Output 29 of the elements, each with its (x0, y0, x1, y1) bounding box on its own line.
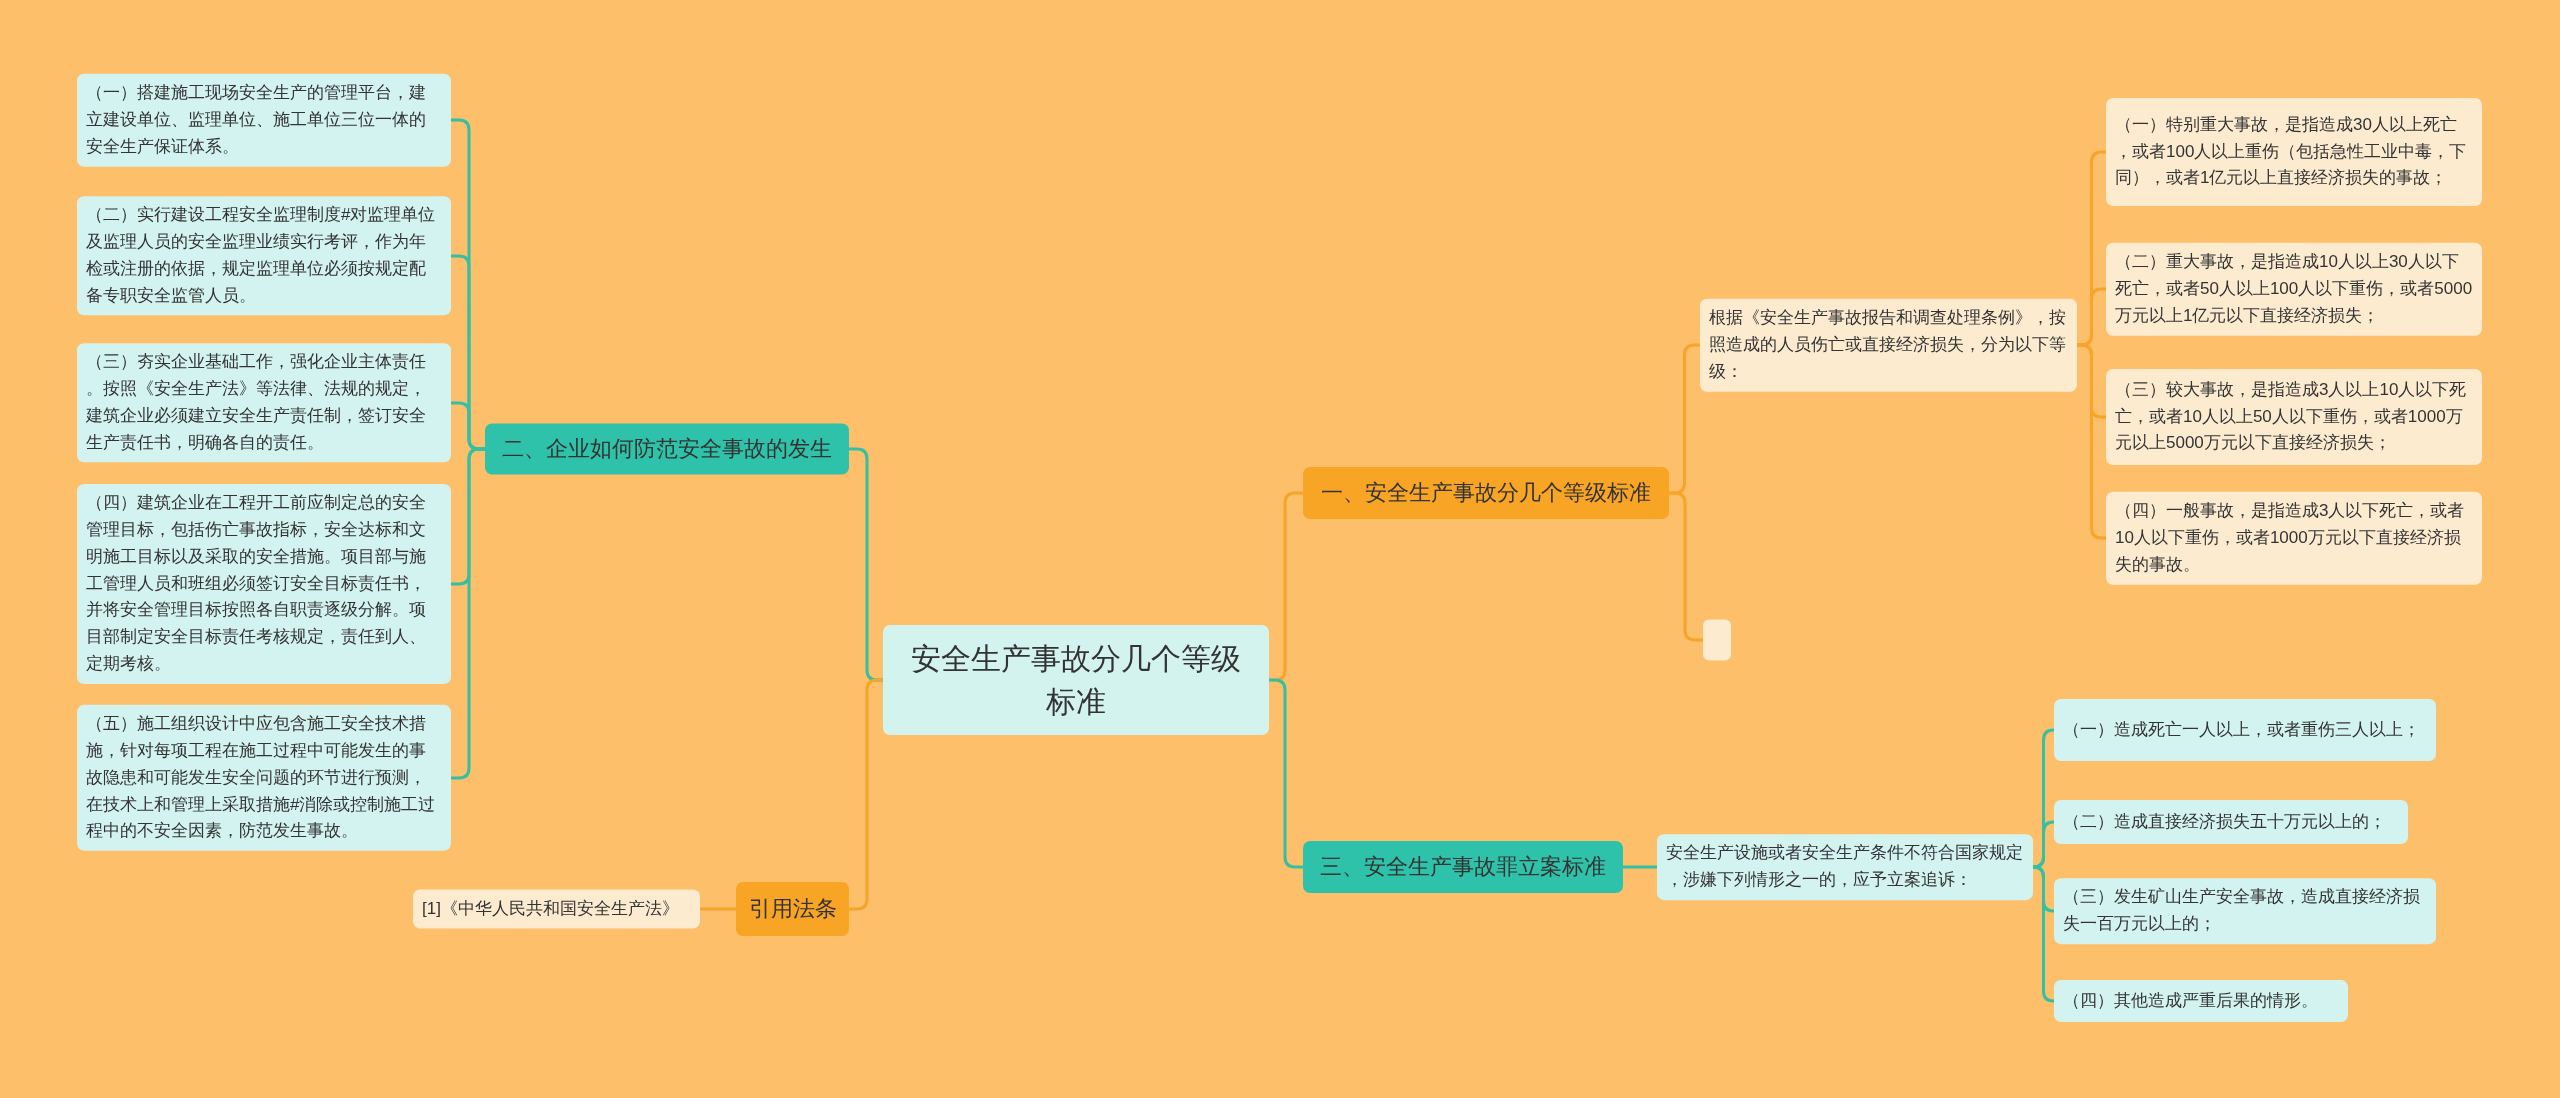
empty-box (1703, 619, 1731, 661)
note-box: （四）其他造成严重后果的情形。 (2054, 980, 2348, 1022)
branch-topic-box: 引用法条 (736, 882, 849, 936)
connector-line (1623, 865, 1657, 869)
note-box: （三）夯实企业基础工作，强化企业主体责任。按照《安全生产法》等法律、法规的规定，建筑企业必须建立安全生产责任制，签订安全生产责任书，明确各自的责任。 (77, 343, 451, 463)
note-box: [1]《中华人民共和国安全生产法》 (413, 889, 700, 929)
connector-line (1269, 678, 1303, 869)
note-box: （四）一般事故，是指造成3人以下死亡，或者10人以下重伤，或者1000万元以下直接经济损失的事故。 (2106, 491, 2482, 585)
note-box: （五）施工组织设计中应包含施工安全技术措施，针对每项工程在施工过程中可能发生的事故隐患和可能发生安全问题的环节进行预测，在技术上和管理上采取措施#消除或控制施工过程中的不安全因素，防范发生事故。 (77, 704, 451, 852)
note-box: 安全生产设施或者安全生产条件不符合国家规定，涉嫌下列情形之一的，应予立案追诉： (1657, 834, 2033, 900)
note-box: （四）建筑企业在工程开工前应制定总的安全管理目标，包括伤亡事故指标，安全达标和文明施工目标以及采取的安全措施。项目部与施工管理人员和班组必须签订安全目标责任书，并将安全管理目标按照各自职责逐级分解。项目部制定安全目标责任考核规定，责任到人、定期考核。 (77, 484, 451, 684)
branch-topic-box: 一、安全生产事故分几个等级标准 (1303, 467, 1669, 519)
note-box: 根据《安全生产事故报告和调查处理条例》，按照造成的人员伤亡或直接经济损失，分为以下等级： (1700, 298, 2077, 392)
connector-line (2032, 865, 2055, 1003)
note-box: （一）搭建施工现场安全生产的管理平台，建立建设单位、监理单位、施工单位三位一体的安全生产保证体系。 (77, 73, 451, 167)
note-box: （二）实行建设工程安全监理制度#对监理单位及监理人员的安全监理业绩实行考评，作为年检或注册的依据，规定监理单位必须按规定配备专职安全监管人员。 (77, 196, 451, 316)
connector-line (2032, 820, 2055, 869)
note-box: （三）发生矿山生产安全事故，造成直接经济损失一百万元以上的； (2054, 878, 2436, 944)
branch-topic-box: 二、企业如何防范安全事故的发生 (485, 423, 849, 475)
connector-line (451, 447, 485, 780)
note-box: （二）重大事故，是指造成10人以上30人以下死亡，或者50人以上100人以下重伤，或者5000万元以上1亿元以下直接经济损失； (2106, 242, 2482, 336)
connector-line (849, 678, 883, 911)
note-box: （一）特别重大事故，是指造成30人以上死亡，或者100人以上重伤（包括急性工业中毒，下同），或者1亿元以上直接经济损失的事故； (2106, 98, 2482, 206)
connector-line (700, 907, 736, 911)
note-box: （三）较大事故，是指造成3人以上10人以下死亡，或者10人以上50人以下重伤，或者1000万元以上5000万元以下直接经济损失； (2106, 369, 2482, 465)
branch-topic-box: 三、安全生产事故罪立案标准 (1303, 841, 1623, 893)
note-box: （一）造成死亡一人以上，或者重伤三人以上； (2054, 699, 2436, 761)
root-topic-box: 安全生产事故分几个等级标准 (883, 625, 1269, 735)
note-box: （二）造成直接经济损失五十万元以上的； (2054, 800, 2408, 844)
